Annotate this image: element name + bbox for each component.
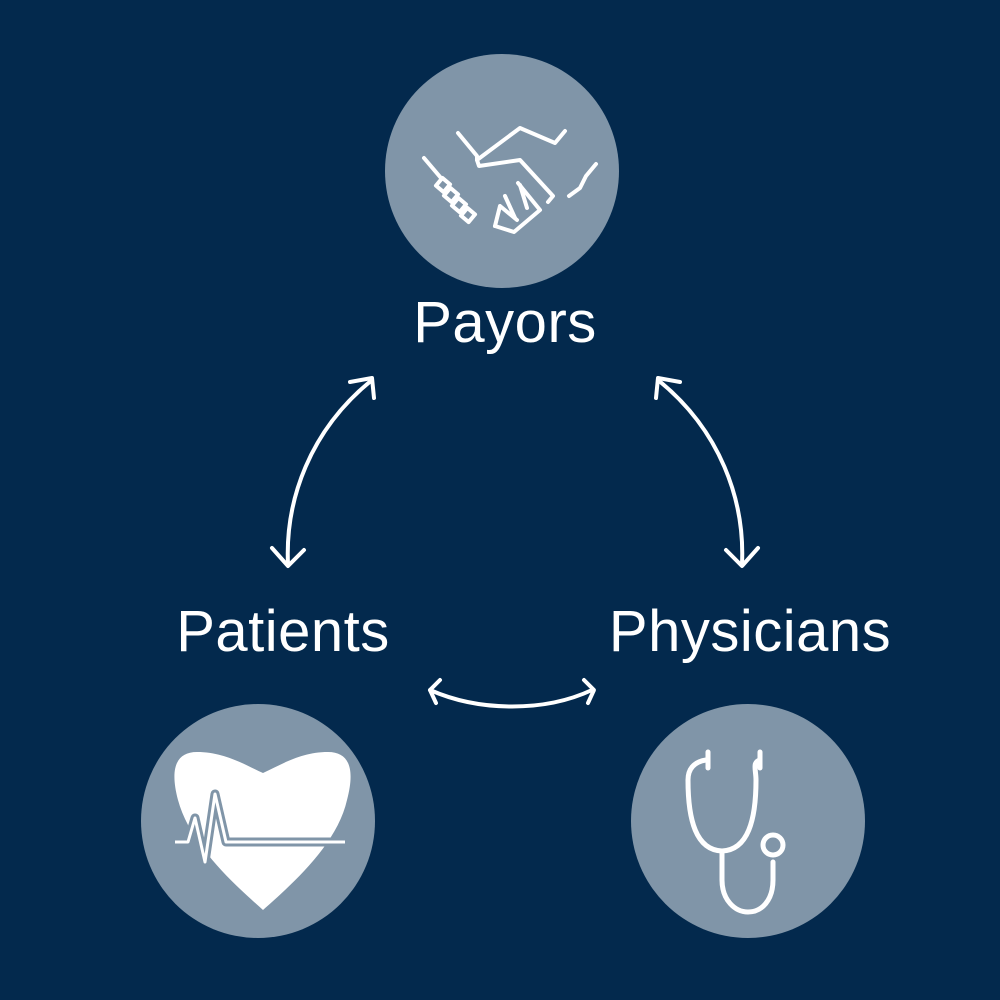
arrow-payors-patients xyxy=(270,376,376,568)
handshake-icon xyxy=(422,126,598,234)
arrow-payors-physicians xyxy=(654,376,760,568)
payors-label: Payors xyxy=(413,290,597,355)
stethoscope-icon xyxy=(685,749,786,915)
heart-pulse-icon xyxy=(174,752,351,910)
physicians-label: Physicians xyxy=(608,599,892,664)
payors-circle xyxy=(385,54,619,288)
arrow-patients-physicians xyxy=(428,678,596,709)
physicians-circle xyxy=(631,704,865,938)
patients-label: Patients xyxy=(176,599,390,664)
